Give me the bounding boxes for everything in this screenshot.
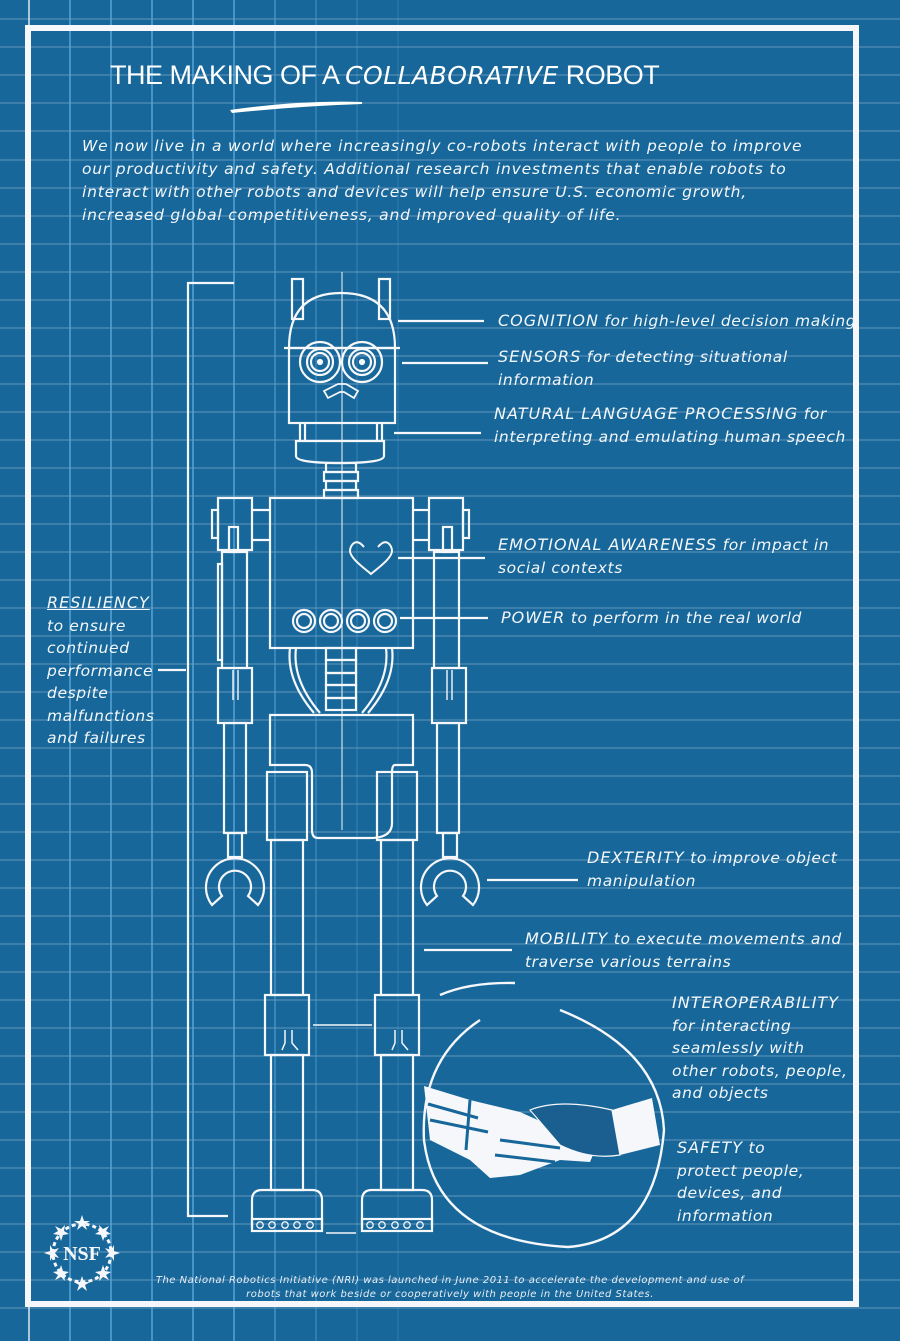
nsf-logo-text: NSF (63, 1243, 101, 1265)
label-text: to ensure continued performance despite … (47, 616, 155, 748)
label-text: to perform in the real world (565, 609, 802, 627)
label-text: to improve object manipulation (587, 849, 838, 890)
label-text: for impact in social contexts (498, 536, 830, 577)
label-keyword: MOBILITY (525, 929, 609, 948)
label-text: for detecting situational information (498, 348, 788, 389)
intro-paragraph: We now live in a world where increasingl… (82, 137, 803, 224)
label-keyword: POWER (501, 608, 566, 627)
page-title: THE MAKING OF A COLLABORATIVE ROBOT (110, 60, 750, 91)
label-emotional-awareness: EMOTIONAL AWARENESS for impact in social… (498, 534, 843, 579)
label-power: POWER to perform in the real world (501, 607, 861, 630)
label-mobility: MOBILITY to execute movements and traver… (525, 928, 870, 973)
label-dexterity: DEXTERITY to improve object manipulation (587, 847, 867, 892)
label-safety: SAFETY to protect people, devices, and i… (677, 1137, 827, 1227)
label-text: for interacting seamlessly with other ro… (672, 1016, 848, 1103)
label-resiliency: RESILIENCY to ensure continued performan… (47, 592, 167, 750)
label-keyword: SENSORS (498, 347, 582, 366)
resiliency-bracket (186, 281, 234, 1218)
label-text: to protect people, devices, and informat… (677, 1139, 805, 1225)
label-text: for interpreting and emulating human spe… (494, 405, 846, 446)
label-keyword: COGNITION (498, 311, 599, 330)
footer-note: The National Robotics Initiative (NRI) w… (155, 1275, 745, 1300)
label-interoperability: INTEROPERABILITY for interacting seamles… (672, 992, 852, 1105)
white-border-frame (25, 25, 859, 1307)
label-keyword: NATURAL LANGUAGE PROCESSING (494, 404, 799, 423)
label-keyword: SAFETY (677, 1138, 743, 1157)
label-keyword: RESILIENCY (47, 593, 150, 612)
title-brush-underline (230, 101, 362, 113)
title-part-2: ROBOT (565, 60, 660, 90)
label-keyword: DEXTERITY (587, 848, 685, 867)
title-emphasis: COLLABORATIVE (345, 61, 559, 90)
label-text: to execute movements and traverse variou… (525, 930, 842, 971)
title-part-1: THE MAKING OF A (110, 60, 339, 90)
label-sensors: SENSORS for detecting situational inform… (498, 346, 818, 391)
label-keyword: EMOTIONAL AWARENESS (498, 535, 718, 554)
label-natural-language-processing: NATURAL LANGUAGE PROCESSING for interpre… (494, 403, 864, 448)
label-keyword: INTEROPERABILITY (672, 993, 839, 1012)
label-text: for high-level decision making (598, 312, 857, 330)
label-cognition: COGNITION for high-level decision making (498, 310, 858, 333)
nsf-logo-icon: NSF (44, 1215, 120, 1291)
